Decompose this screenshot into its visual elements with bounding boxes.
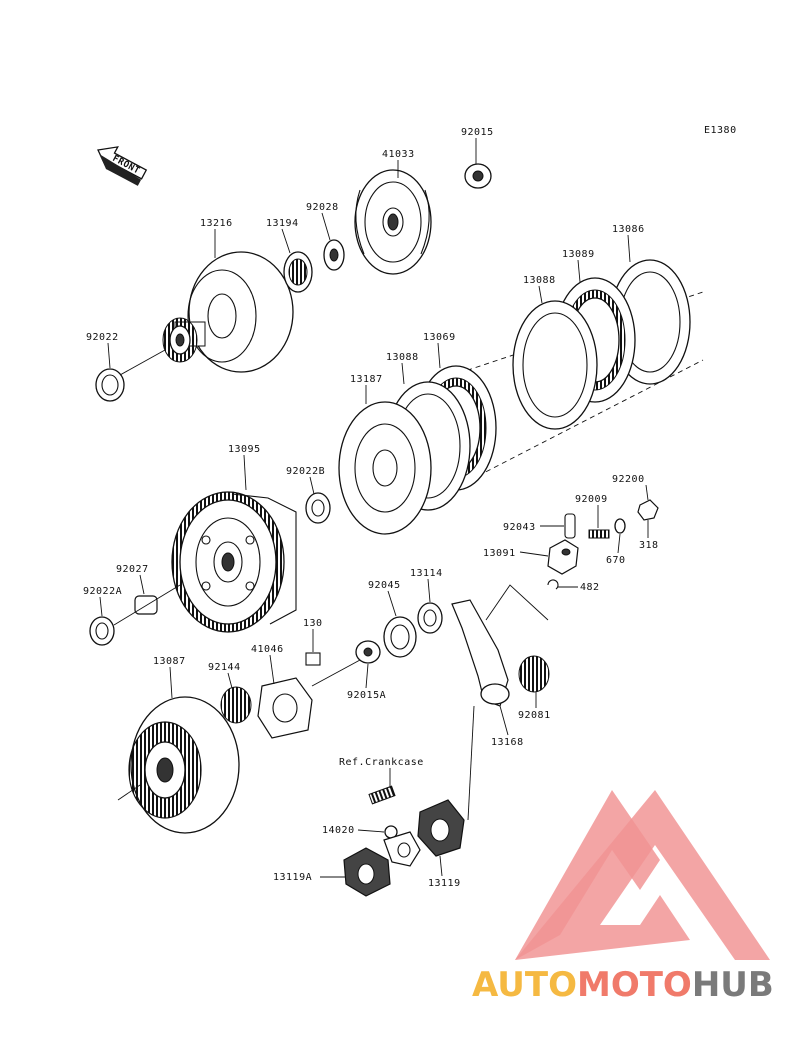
label-92022A: 92022A bbox=[83, 586, 122, 597]
label-670: 670 bbox=[606, 555, 626, 566]
clutch-housing-13216 bbox=[162, 251, 294, 373]
label-13087: 13087 bbox=[153, 656, 186, 667]
watermark-text: AUTOMOTOHUB bbox=[472, 965, 774, 1005]
pin-92043 bbox=[564, 513, 576, 539]
label-13089: 13089 bbox=[562, 249, 595, 260]
label-92022B: 92022B bbox=[286, 466, 325, 477]
watermark-moto: MOTO bbox=[577, 965, 692, 1005]
bolt-130 bbox=[305, 652, 321, 666]
label-13168: 13168 bbox=[491, 737, 524, 748]
primary-gear-13087 bbox=[128, 696, 240, 834]
label-92022: 92022 bbox=[86, 332, 119, 343]
cam-13119 bbox=[417, 799, 465, 857]
label-crankcase-ref: Ref.Crankcase bbox=[339, 757, 424, 768]
pressure-plate-13187 bbox=[338, 401, 432, 535]
label-41033: 41033 bbox=[382, 149, 415, 160]
washer-670 bbox=[614, 518, 626, 534]
bearing-92045 bbox=[383, 616, 417, 658]
collar-92027 bbox=[134, 595, 158, 615]
label-13069: 13069 bbox=[423, 332, 456, 343]
watermark-auto: AUTO bbox=[472, 965, 577, 1005]
label-13114: 13114 bbox=[410, 568, 443, 579]
label-92144: 92144 bbox=[208, 662, 241, 673]
clutch-shoe-41033 bbox=[354, 169, 432, 275]
bolt-crankcase bbox=[368, 785, 396, 805]
label-13216: 13216 bbox=[200, 218, 233, 229]
friction-plate-13088-a bbox=[512, 300, 598, 430]
lever-13091 bbox=[547, 539, 579, 575]
label-92200: 92200 bbox=[612, 474, 645, 485]
label-13187: 13187 bbox=[350, 374, 383, 385]
label-13088-a: 13088 bbox=[523, 275, 556, 286]
label-92027: 92027 bbox=[116, 564, 149, 575]
bearing-92028 bbox=[323, 239, 345, 271]
watermark-logo bbox=[515, 790, 770, 960]
label-41046: 41046 bbox=[251, 644, 284, 655]
label-92028: 92028 bbox=[306, 202, 339, 213]
label-92043: 92043 bbox=[503, 522, 536, 533]
label-13119A: 13119A bbox=[273, 872, 312, 883]
label-130: 130 bbox=[303, 618, 323, 629]
spring-92081 bbox=[518, 655, 550, 693]
label-92045: 92045 bbox=[368, 580, 401, 591]
bearing-13114 bbox=[417, 602, 443, 634]
cam-13119A bbox=[343, 847, 391, 897]
plate-41046 bbox=[257, 677, 313, 739]
nut-92015A bbox=[355, 640, 381, 664]
front-arrow-icon bbox=[97, 146, 148, 186]
label-13086: 13086 bbox=[612, 224, 645, 235]
label-13091: 13091 bbox=[483, 548, 516, 559]
bearing-13194 bbox=[283, 251, 313, 293]
label-92015: 92015 bbox=[461, 127, 494, 138]
label-13194: 13194 bbox=[266, 218, 299, 229]
nut-318 bbox=[637, 499, 659, 521]
plate-14020 bbox=[383, 831, 421, 867]
label-92081: 92081 bbox=[518, 710, 551, 721]
label-13088-b: 13088 bbox=[386, 352, 419, 363]
watermark-hub: HUB bbox=[692, 965, 774, 1005]
part-labels: 41033 92015 13216 13194 92028 13086 1308… bbox=[83, 127, 659, 889]
label-13119: 13119 bbox=[428, 878, 461, 889]
clutch-gear-13095 bbox=[171, 491, 297, 633]
washer-92022A bbox=[89, 616, 115, 646]
label-92015A: 92015A bbox=[347, 690, 386, 701]
release-arm bbox=[451, 599, 510, 707]
bolt-92009 bbox=[588, 529, 610, 539]
clip-482 bbox=[547, 579, 559, 590]
spring-92144 bbox=[220, 686, 252, 724]
label-482: 482 bbox=[580, 582, 600, 593]
label-13095: 13095 bbox=[228, 444, 261, 455]
diagram-ref-code: E1380 bbox=[704, 125, 737, 136]
washer-92022B bbox=[305, 492, 331, 524]
label-92009: 92009 bbox=[575, 494, 608, 505]
label-318: 318 bbox=[639, 540, 659, 551]
nut-92015 bbox=[464, 163, 492, 189]
label-14020: 14020 bbox=[322, 825, 355, 836]
washer-92022 bbox=[95, 368, 125, 402]
